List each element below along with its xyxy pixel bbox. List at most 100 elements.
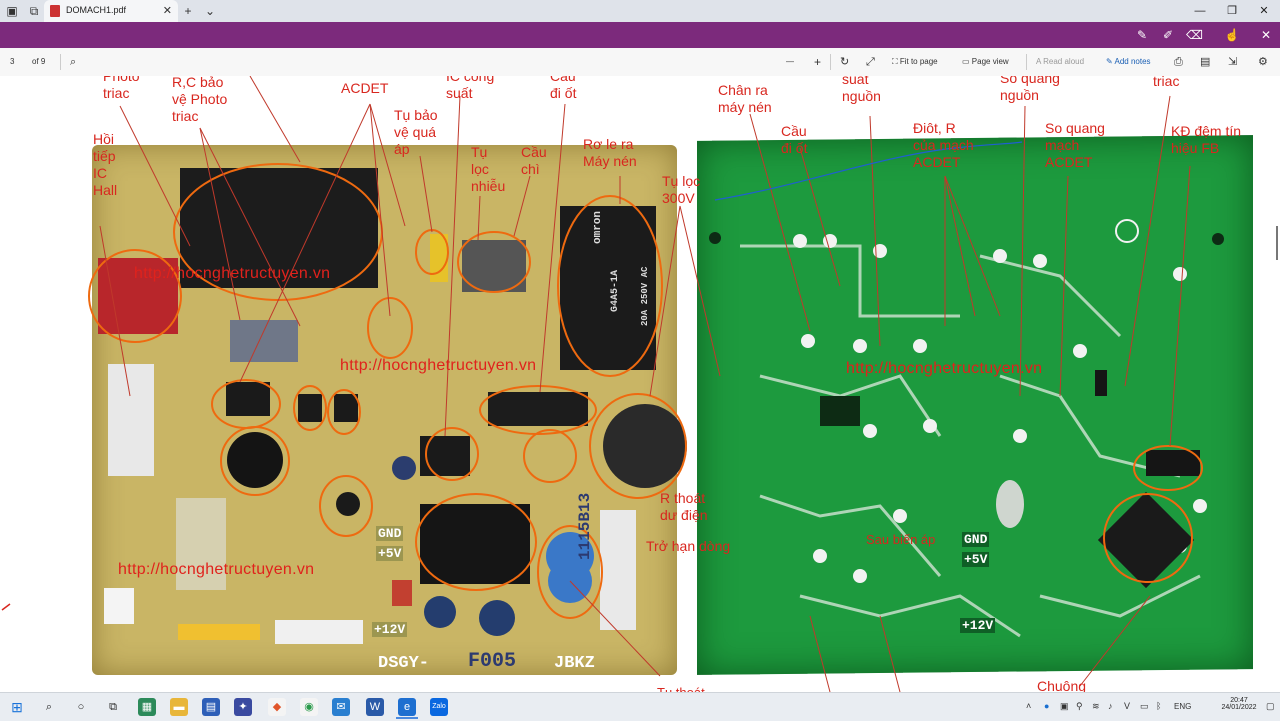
leader-line — [99, 225, 131, 397]
annotation-tu-bao-ve-qua-ap: Tụ bảo vệ quá áp — [394, 107, 438, 157]
leader-line — [199, 127, 301, 327]
calculator-icon[interactable]: ▦ — [138, 698, 156, 716]
watermark-url: http://hocnghetructuyen.vn — [134, 265, 331, 282]
mail-icon[interactable]: ✉ — [332, 698, 350, 716]
pad — [873, 244, 887, 258]
pdf-header-bar: ✎ ✐ ⌫ ☝ ✕ — [0, 22, 1280, 48]
page-number-input[interactable]: 3 — [10, 57, 15, 66]
tab-title: DOMACH1.pdf — [66, 5, 127, 15]
connector-header — [108, 364, 154, 476]
pad — [1033, 254, 1047, 268]
leader-line — [539, 103, 566, 393]
maximize-button[interactable]: ❐ — [1227, 5, 1237, 17]
window-controls: — ❐ ✕ — [1184, 0, 1280, 22]
close-ink-icon[interactable]: ✕ — [1260, 28, 1272, 42]
small-capacitor — [392, 456, 416, 480]
print-icon[interactable]: ⎙ — [1174, 56, 1183, 68]
microphone-icon[interactable]: ⚲ — [1076, 701, 1083, 711]
fullscreen-icon[interactable]: ⤢ — [866, 56, 875, 68]
camera-icon[interactable]: ▣ — [1060, 701, 1069, 711]
save-icon[interactable]: ▤ — [1200, 56, 1211, 68]
language-indicator[interactable]: ENG — [1174, 702, 1192, 711]
fit-to-page-button[interactable]: ⛶ Fit to page — [892, 55, 938, 69]
add-notes-button[interactable]: ✎ Add notes — [1106, 55, 1151, 69]
vertical-scrollbar[interactable] — [1274, 76, 1280, 692]
bluetooth-icon[interactable]: ᛒ — [1156, 701, 1162, 711]
annotation-chan-ra-may-nen: Chân ra máy nén — [718, 82, 772, 115]
edge-icon[interactable]: e — [398, 698, 416, 716]
protection-capacitor — [430, 234, 448, 282]
red-ink-stroke — [1, 603, 11, 611]
search-icon[interactable]: ⌕ — [70, 56, 77, 68]
leader-line — [944, 175, 976, 317]
save-as-icon[interactable]: ⇲ — [1228, 56, 1238, 68]
search-icon[interactable]: ⌕ — [45, 701, 53, 713]
calendar-icon[interactable]: ▤ — [202, 698, 220, 716]
add-notes-icon: ✎ — [1106, 57, 1115, 66]
windows-start-icon[interactable]: ⊞ — [11, 699, 23, 715]
chrome-icon[interactable]: ◉ — [300, 698, 318, 716]
silk-12v-right: +12V — [960, 618, 996, 633]
label-sticker — [600, 510, 636, 630]
close-window-button[interactable]: ✕ — [1259, 5, 1269, 17]
onedrive-icon[interactable]: ● — [1044, 701, 1050, 711]
settings-icon[interactable]: ⚙ — [1258, 56, 1268, 68]
battery-icon[interactable]: ▭ — [1140, 701, 1149, 711]
annotation-circle — [457, 231, 531, 293]
file-explorer-icon[interactable]: ▬ — [170, 698, 188, 716]
annotation-circle — [293, 385, 327, 431]
paint-icon[interactable]: ◆ — [268, 698, 286, 716]
tab-list-dropdown[interactable]: ⌄ — [204, 4, 216, 18]
pad — [853, 569, 867, 583]
eraser-icon[interactable]: ⌫ — [1186, 28, 1203, 42]
zoom-out-button[interactable]: — — [786, 57, 794, 66]
fit-to-page-icon: ⛶ — [892, 57, 900, 66]
annotation-circle — [1133, 445, 1203, 491]
word-icon[interactable]: W — [366, 698, 384, 716]
leader-line — [477, 195, 481, 241]
chevron-up-icon[interactable]: ˄ — [1026, 701, 1032, 711]
windows-taskbar: ⊞ ⌕ ○ ⧉ ▦ ▬ ▤ ✦ ◆ ◉ ✉ W e Zalo ˄ ● ▣ ⚲ ≋… — [0, 692, 1280, 721]
pdf-toolbar: 3 of 9 ⌕ — + ↻ ⤢ ⛶ Fit to page ▭ Page vi… — [0, 48, 1280, 77]
trace — [759, 374, 942, 437]
workspaces-icon[interactable]: ▣ — [6, 4, 18, 18]
pad — [1193, 499, 1207, 513]
tab-actions-icon[interactable]: ⧉ — [29, 4, 39, 18]
connector-header — [392, 580, 412, 606]
pdf-file-icon — [50, 5, 60, 17]
noise-filter-capacitor — [462, 240, 526, 292]
highlight-icon[interactable]: ✎ — [1136, 28, 1148, 42]
notification-icon[interactable]: ▢ — [1266, 701, 1275, 711]
vpn-icon[interactable]: V — [1124, 701, 1131, 711]
ic-chip — [226, 382, 270, 416]
annotation-circle — [523, 429, 577, 483]
silk-vertical-code: 1115B13 — [576, 492, 594, 560]
read-aloud-label: Read aloud — [1043, 57, 1085, 66]
pad — [813, 549, 827, 563]
volume-icon[interactable]: ♪ — [1108, 701, 1113, 711]
tab-domach1-pdf[interactable]: DOMACH1.pdf ✕ — [44, 0, 178, 22]
task-view-icon[interactable]: ⧉ — [109, 701, 117, 713]
touch-write-icon[interactable]: ☝ — [1224, 28, 1240, 42]
annotation-suat-nguon: suất nguồn — [842, 76, 881, 104]
photos-icon[interactable]: ✦ — [234, 698, 252, 716]
scrollbar-thumb[interactable] — [1276, 226, 1278, 260]
new-tab-button[interactable]: + — [184, 4, 192, 18]
minimize-button[interactable]: — — [1194, 5, 1206, 17]
crystal — [996, 480, 1024, 528]
page-view-button[interactable]: ▭ Page view — [962, 55, 1009, 69]
annotation-circle — [425, 427, 479, 481]
zalo-icon[interactable]: Zalo — [430, 698, 448, 716]
tab-close-button[interactable]: ✕ — [162, 5, 172, 17]
pad — [893, 509, 907, 523]
rotate-icon[interactable]: ↻ — [840, 56, 850, 68]
cortana-icon[interactable]: ○ — [77, 701, 85, 713]
draw-icon[interactable]: ✐ — [1162, 28, 1174, 42]
leader-line — [419, 155, 433, 233]
browser-tab-bar: ▣ ⧉ DOMACH1.pdf ✕ + ⌄ — ❐ ✕ — [0, 0, 1280, 22]
zoom-in-button[interactable]: + — [814, 55, 822, 69]
read-aloud-button[interactable]: A Read aloud — [1036, 55, 1084, 69]
wifi-icon[interactable]: ≋ — [1092, 701, 1100, 711]
